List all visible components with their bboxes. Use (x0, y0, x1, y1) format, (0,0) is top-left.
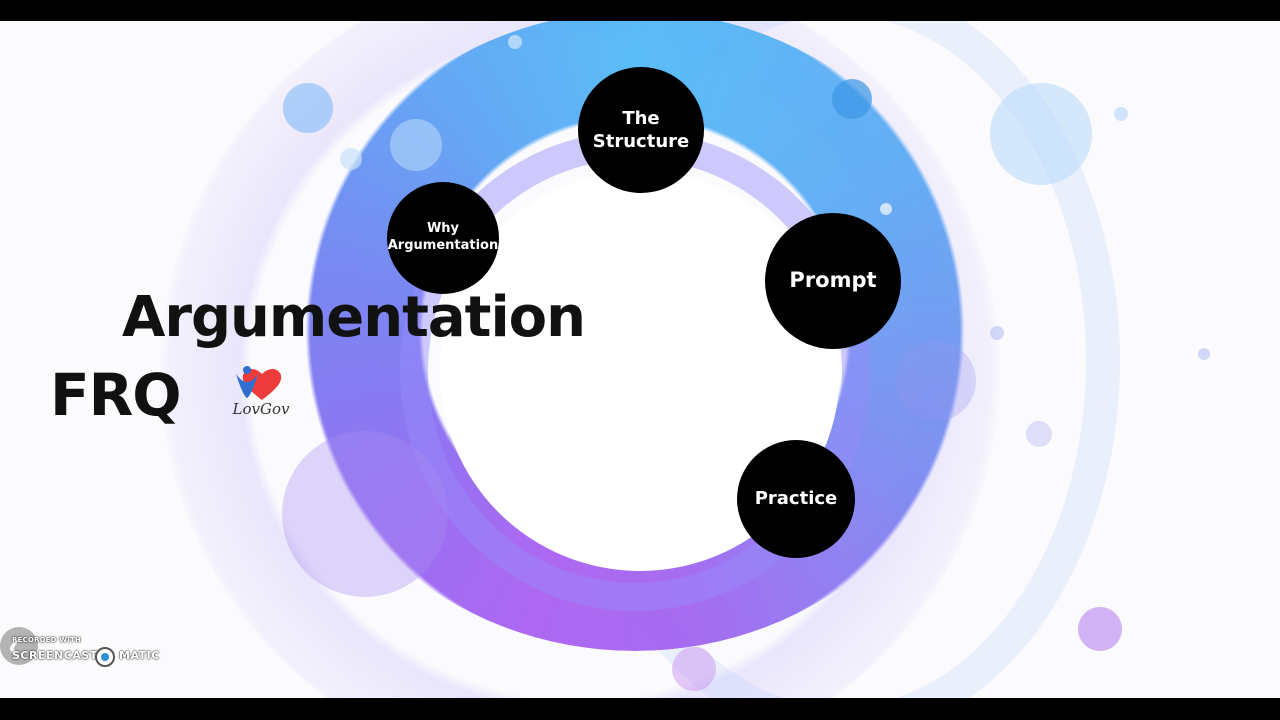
letterbox-bottom (0, 698, 1280, 720)
slide-title-line2: FRQ (50, 361, 182, 429)
bubble (896, 341, 976, 421)
node-the-structure-line2: Structure (592, 131, 690, 152)
watermark-recorded-with: RECORDED WITH (12, 636, 82, 644)
presentation-slide: The Structure Why Argumentation Prompt P… (0, 21, 1280, 698)
bubble (1114, 107, 1128, 121)
bubble (990, 83, 1092, 185)
heart-figure-icon (236, 366, 282, 400)
back-button[interactable]: ❮ (0, 627, 38, 665)
bubble (1198, 348, 1210, 360)
node-practice-label: Practice (754, 488, 838, 510)
node-prompt-label: Prompt (789, 268, 877, 293)
node-why-argumentation-line1: Why (426, 221, 460, 237)
node-practice[interactable]: Practice (737, 440, 855, 558)
bubble (990, 326, 1004, 340)
bubble (832, 79, 872, 119)
bubble (1026, 421, 1052, 447)
bubble (880, 203, 892, 215)
lovgov-logo: LovGov (226, 366, 296, 428)
bubble (340, 148, 362, 170)
bubble (282, 431, 448, 597)
bubble (1078, 607, 1122, 651)
bubble (672, 647, 716, 691)
watermark-screencast: SCREENCAST (12, 649, 98, 662)
bubble (283, 83, 333, 133)
lovgov-logo-text: LovGov (232, 400, 290, 418)
back-arrow-icon: ❮ (7, 637, 23, 658)
node-why-argumentation-line2: Argumentation (387, 238, 499, 253)
bubble (508, 35, 522, 49)
slide-title-line1: Argumentation (122, 285, 586, 350)
screencast-watermark: ❮ RECORDED WITH SCREENCAST MATIC (0, 625, 200, 675)
node-why-argumentation[interactable]: Why Argumentation (387, 182, 499, 294)
node-the-structure[interactable]: The Structure (578, 67, 704, 193)
bubble (390, 119, 442, 171)
watermark-matic: MATIC (119, 649, 160, 662)
letterbox-top (0, 0, 1280, 21)
screencast-o-icon (95, 647, 115, 667)
node-prompt[interactable]: Prompt (765, 213, 901, 349)
node-the-structure-line1: The (622, 107, 660, 129)
